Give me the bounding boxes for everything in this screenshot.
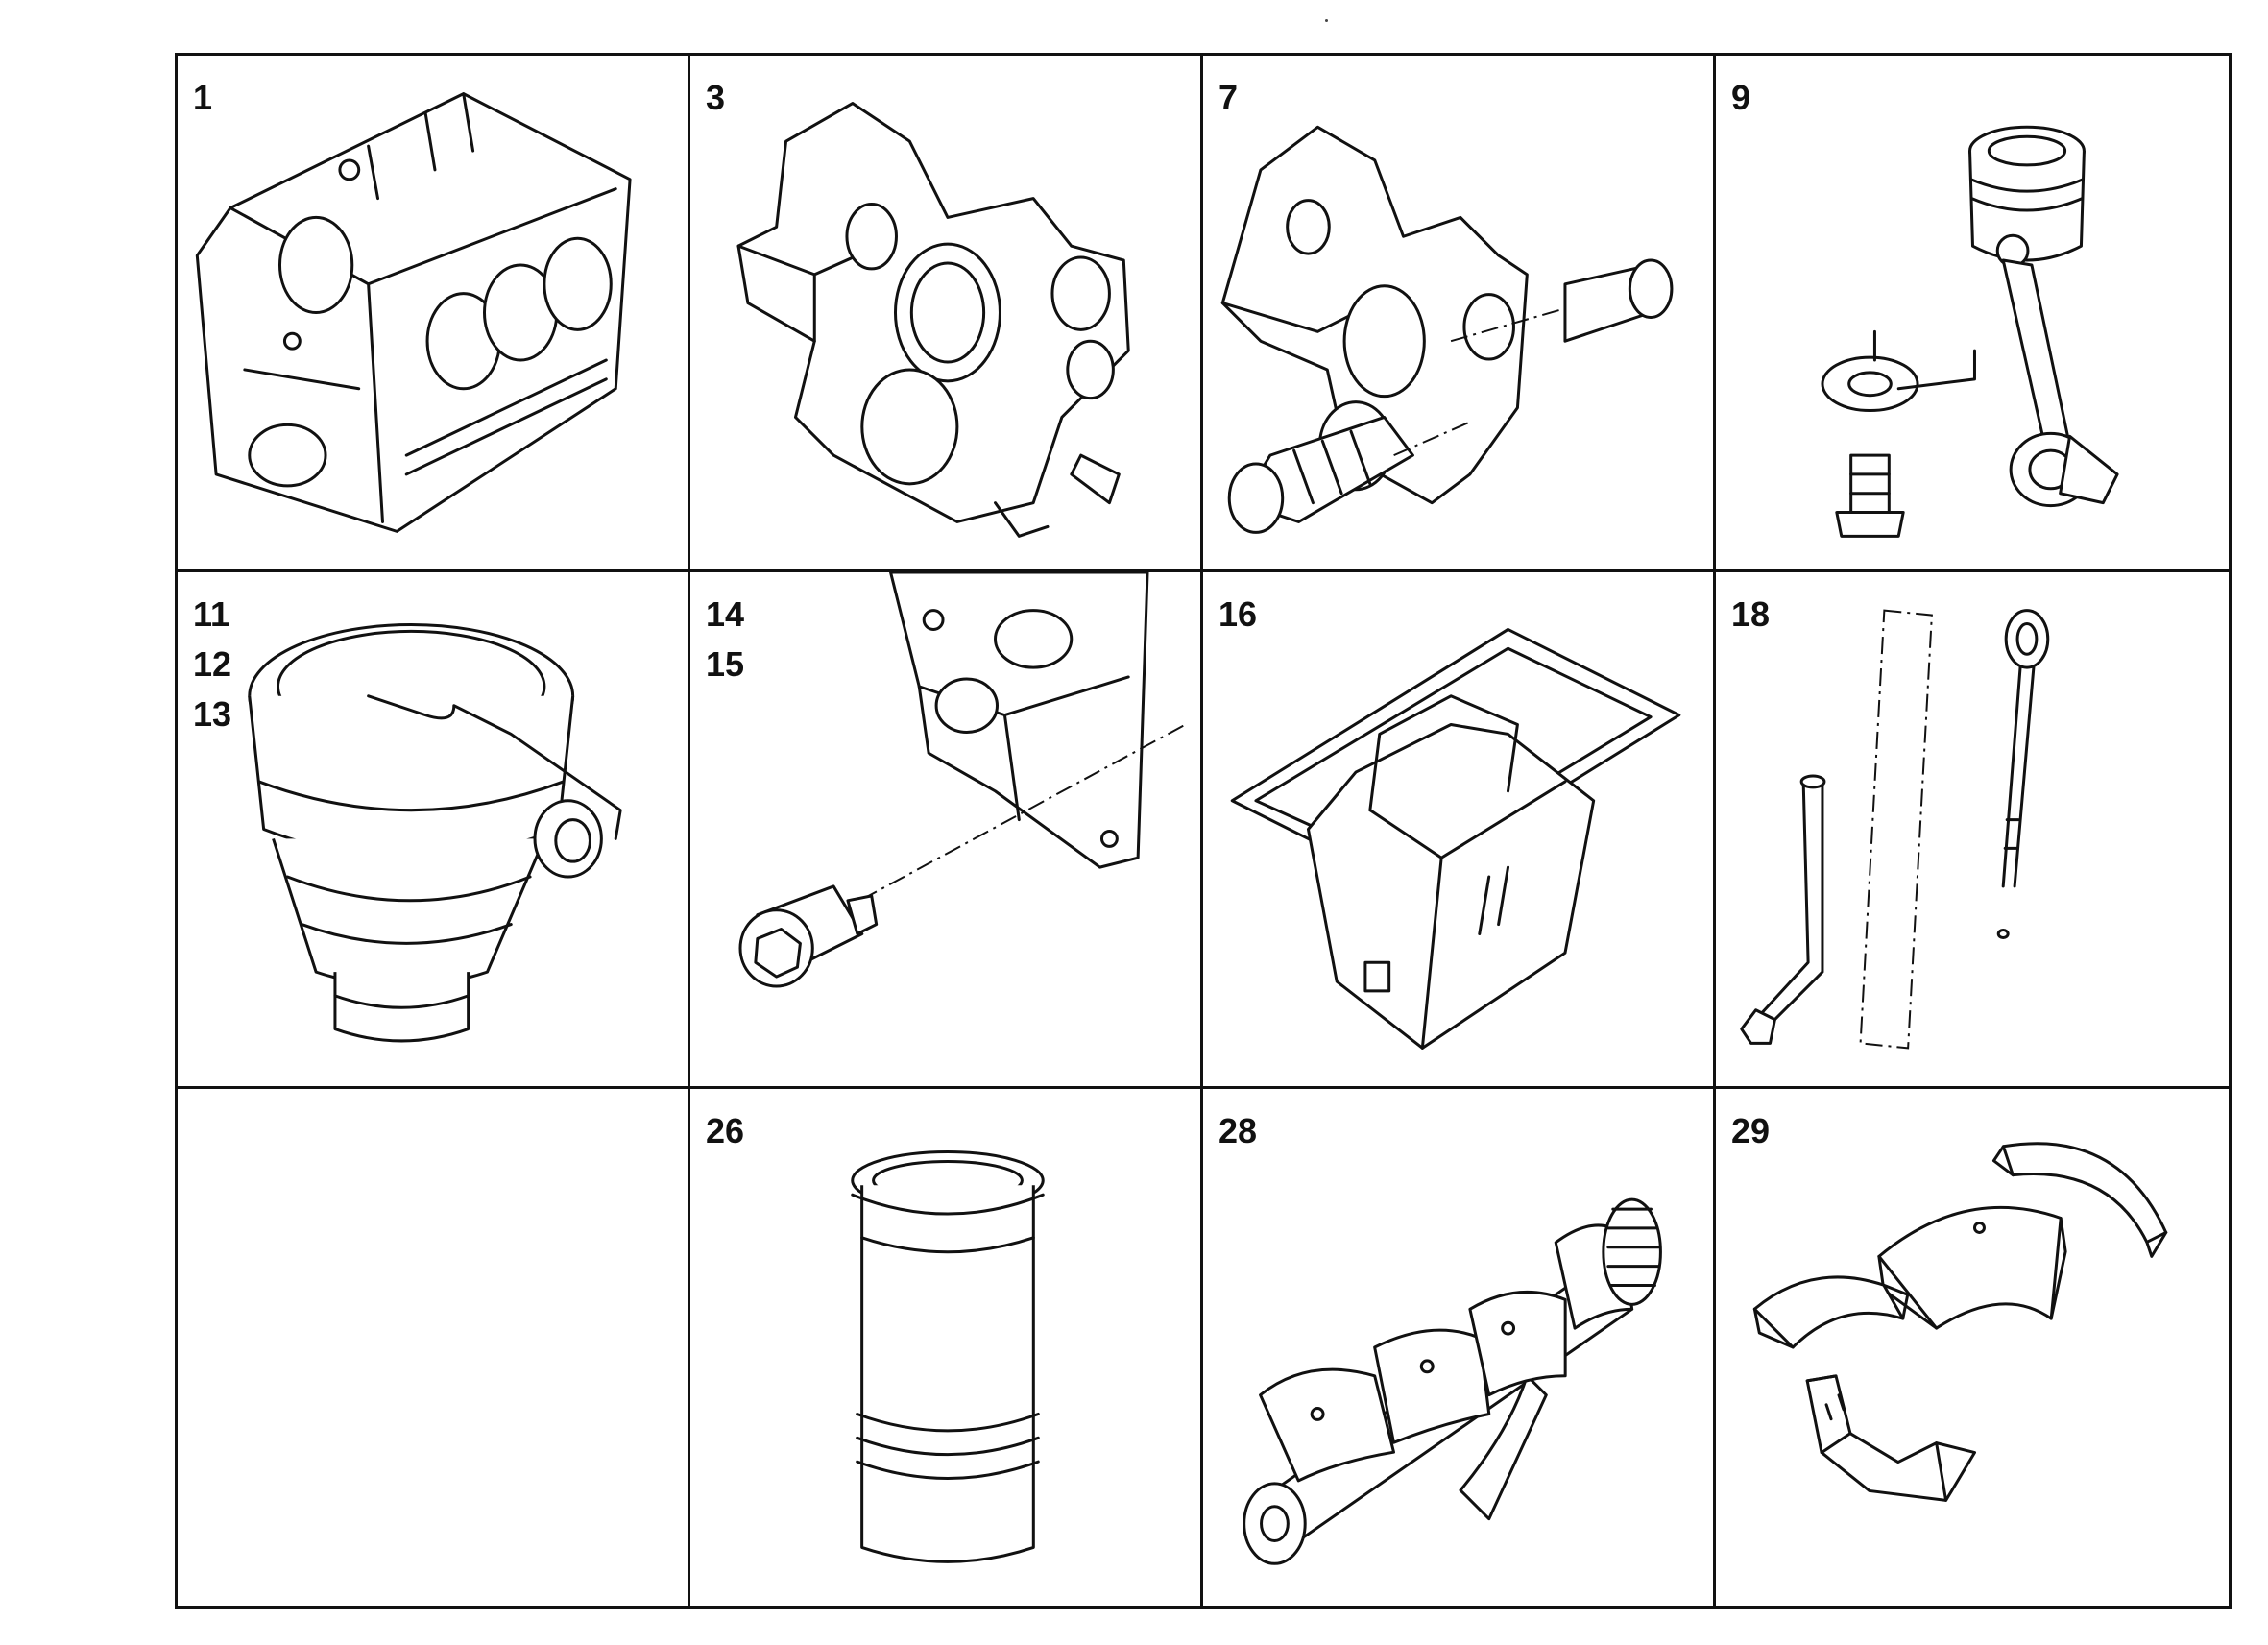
part-number: 26 [706, 1111, 745, 1150]
part-number: 1 [193, 78, 213, 117]
part-number: 14 [706, 594, 745, 634]
part-cell-16[interactable]: 16 [1203, 572, 1716, 1089]
part-number: 11 [193, 594, 230, 634]
part-cell-14[interactable]: 14 15 [690, 572, 1203, 1089]
part-number: 16 [1218, 594, 1258, 634]
part-labels: 29 [1731, 1106, 1770, 1156]
part-cell-3[interactable]: 3 [690, 56, 1203, 572]
part-cell-26[interactable]: 26 [690, 1089, 1203, 1606]
part-cell-7[interactable]: 7 [1203, 56, 1716, 572]
part-labels: 1 [193, 73, 212, 123]
engine-block-icon [178, 56, 688, 569]
part-cell-29[interactable]: 29 [1716, 1089, 2229, 1606]
part-number: 3 [706, 78, 726, 117]
part-number: 12 [193, 644, 232, 684]
sensor-plug-icon [690, 572, 1200, 1086]
part-labels: 18 [1731, 590, 1770, 640]
part-labels: 16 [1218, 590, 1257, 640]
oil-separator-icon [178, 572, 688, 1086]
part-labels: 26 [706, 1106, 744, 1156]
oil-pan-icon [1203, 572, 1713, 1086]
part-number: 13 [193, 694, 232, 734]
part-cell-28[interactable]: 28 [1203, 1089, 1716, 1606]
parts-grid: 1 3 [175, 53, 2232, 1609]
part-labels: 7 [1218, 73, 1238, 123]
part-labels: 28 [1218, 1106, 1257, 1156]
part-cell-11[interactable]: 11 12 13 [178, 572, 690, 1089]
part-labels: 3 [706, 73, 725, 123]
part-number: 18 [1731, 594, 1771, 634]
part-labels: 9 [1731, 73, 1750, 123]
piston-connecting-rod-icon [1716, 56, 2229, 569]
crankshaft-icon [1203, 1089, 1713, 1606]
part-cell-1[interactable]: 1 [178, 56, 690, 572]
part-number: 28 [1218, 1111, 1258, 1150]
part-number: 9 [1731, 78, 1751, 117]
stray-mark [1325, 19, 1328, 22]
part-number: 7 [1218, 78, 1239, 117]
part-cell-18[interactable]: 18 [1716, 572, 2229, 1089]
bearing-shells-icon [1716, 1089, 2229, 1606]
part-number: 29 [1731, 1111, 1771, 1150]
empty-cell [178, 1089, 690, 1606]
part-labels: 14 15 [706, 590, 744, 689]
timing-case-icon [690, 56, 1200, 569]
part-number: 15 [706, 644, 745, 684]
part-cell-9[interactable]: 9 [1716, 56, 2229, 572]
dipstick-icon [1716, 572, 2229, 1086]
cylinder-liner-icon [690, 1089, 1200, 1606]
timing-case-with-plugs-icon [1203, 56, 1713, 569]
part-labels: 11 12 13 [193, 590, 231, 739]
